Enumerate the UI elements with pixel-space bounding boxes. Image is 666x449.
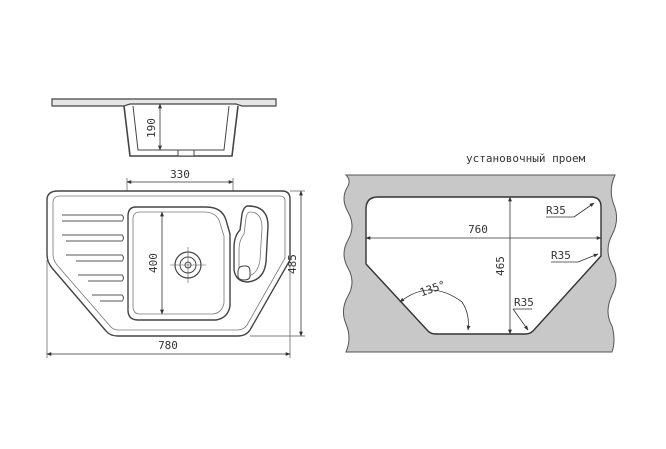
- overall-depth-label: 485: [286, 254, 299, 274]
- main-bowl-inner: [132, 211, 225, 315]
- side-view-bowl: [123, 105, 239, 157]
- side-view: 190: [51, 98, 277, 157]
- drainboard-grooves: [62, 214, 124, 302]
- top-view: 330 400 485: [46, 168, 305, 358]
- side-view-drain: [177, 149, 195, 157]
- bowl-width-label: 330: [170, 168, 190, 181]
- side-view-depth-label: 190: [145, 118, 158, 138]
- radius-top-label: R35: [546, 204, 566, 217]
- cutout-title: установочный проем: [466, 152, 586, 165]
- radius-right-label: R35: [551, 249, 571, 262]
- angle-arc: [399, 289, 471, 331]
- cutout-width-label: 760: [468, 223, 488, 236]
- top-view-rim: [52, 195, 286, 331]
- bowl-length-label: 400: [147, 253, 160, 273]
- overall-width-label: 780: [158, 339, 178, 352]
- cutout-view: установочный проем 760 465 R35 R35 R35 1…: [342, 152, 618, 353]
- cutout-depth-label: 465: [494, 256, 507, 276]
- side-bowl-overflow: [237, 265, 251, 281]
- radius-bottom-label: R35: [514, 296, 534, 309]
- side-view-lip: [51, 98, 277, 107]
